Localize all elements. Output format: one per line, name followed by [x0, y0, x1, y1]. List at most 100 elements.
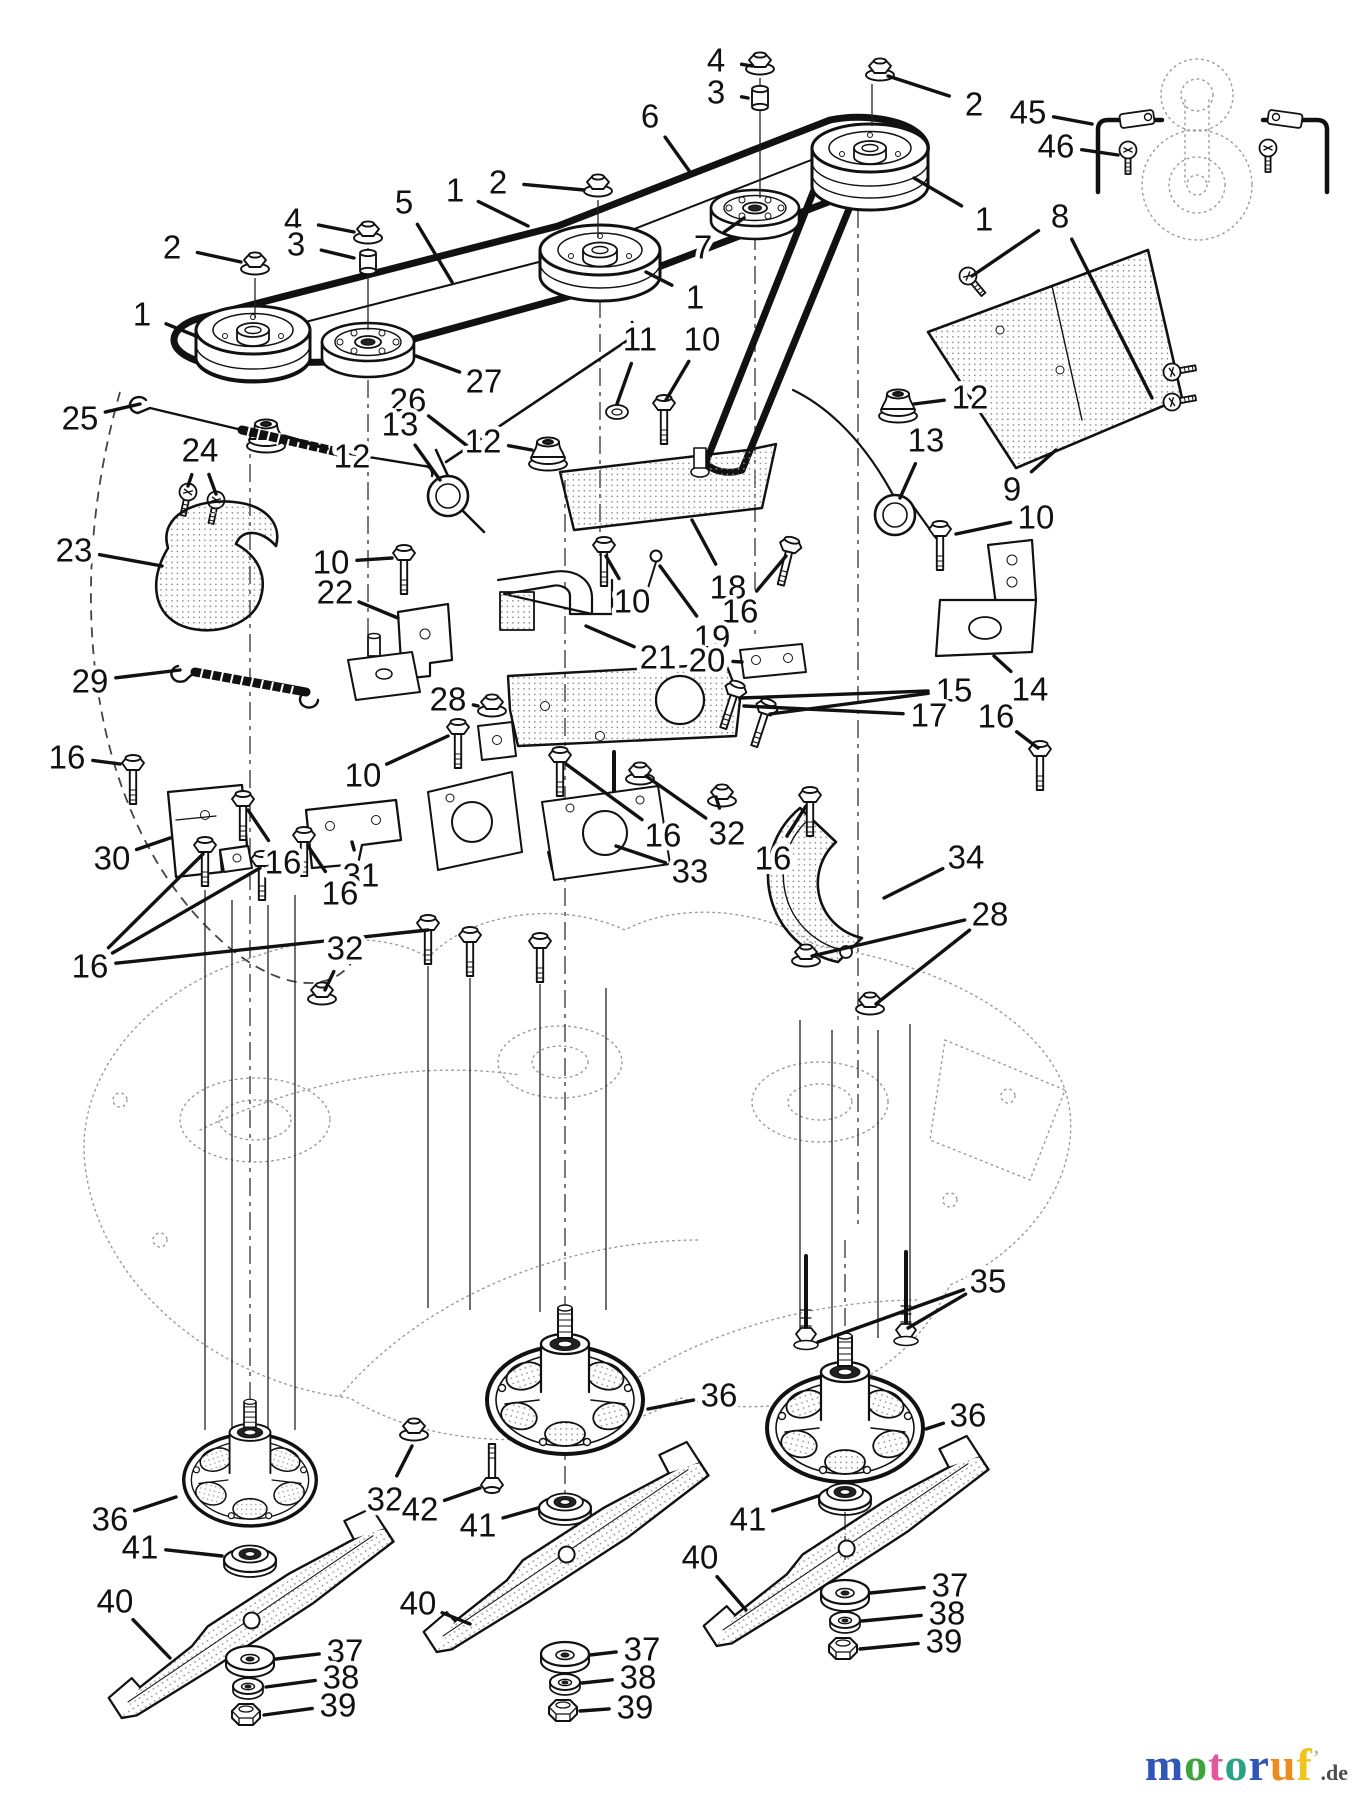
callout-27: 27: [414, 354, 507, 404]
callout-16: 16: [44, 734, 122, 780]
spindle-right: [765, 1331, 925, 1484]
pin-19: [647, 549, 663, 589]
svg-text:12: 12: [334, 438, 371, 475]
callout-12: 12: [912, 374, 993, 420]
washer-38-right: [829, 1611, 861, 1634]
callout-39: 39: [262, 1682, 361, 1728]
screw-16a: [769, 533, 805, 589]
bracket-14: [934, 538, 1038, 658]
svg-text:26: 26: [390, 382, 427, 419]
logo-letter: m: [1144, 1739, 1185, 1790]
svg-text:36: 36: [92, 1501, 129, 1538]
callout-12: 12: [282, 433, 375, 479]
svg-text:32: 32: [367, 1481, 404, 1518]
wire-13-right: [791, 388, 938, 540]
bolt-16l: [528, 932, 552, 983]
svg-text:2: 2: [163, 229, 181, 266]
spacer-3-left: [359, 248, 377, 276]
svg-text:37: 37: [327, 1633, 364, 1670]
svg-text:41: 41: [730, 1501, 767, 1538]
callout-32: 32: [362, 1444, 414, 1522]
svg-text:13: 13: [382, 406, 419, 443]
nut-4-top: [745, 51, 775, 76]
link-plate-20: [739, 643, 807, 679]
callout-37: 37: [868, 1562, 973, 1608]
pulley-idler-7: [709, 188, 801, 241]
callout-7: 7: [689, 216, 746, 270]
blade-center: [411, 1437, 715, 1660]
svg-text:2: 2: [489, 164, 507, 201]
svg-text:1: 1: [133, 296, 151, 333]
callout-24: 24: [177, 427, 223, 496]
callout-14: 14: [992, 654, 1053, 712]
svg-text:12: 12: [952, 379, 989, 416]
callout-35: 35: [816, 1258, 1011, 1344]
svg-text:6: 6: [641, 98, 659, 135]
callout-2: 2: [484, 159, 586, 205]
rod-26: [444, 320, 636, 464]
bracket-31: [304, 798, 403, 870]
svg-text:10: 10: [684, 321, 721, 358]
svg-text:30: 30: [94, 840, 131, 877]
callout-15: 15: [738, 667, 977, 716]
svg-text:16: 16: [49, 739, 86, 776]
logo-letter: u: [1269, 1739, 1297, 1790]
svg-text:16: 16: [72, 948, 109, 985]
callout-36: 36: [924, 1392, 991, 1438]
svg-text:16: 16: [265, 844, 302, 881]
svg-text:46: 46: [1038, 128, 1075, 165]
svg-text:24: 24: [182, 432, 219, 469]
nut-32b: [707, 783, 737, 808]
svg-text:10: 10: [614, 583, 651, 620]
svg-text:41: 41: [460, 1507, 497, 1544]
screw-46-right: [1258, 138, 1278, 173]
bolt-10-top: [652, 394, 676, 445]
callout-34: 34: [882, 834, 989, 900]
clip-bracket-28: [477, 721, 517, 761]
washer-11: [605, 404, 629, 420]
fastener-shaft-lines: [254, 78, 873, 330]
callout-10: 10: [604, 554, 655, 624]
pulley-right: [810, 122, 930, 212]
pulley-idler-27: [320, 321, 416, 379]
callout-1: 1: [441, 167, 530, 228]
idler-plate-17: [506, 662, 742, 748]
deck-ghost: [83, 911, 1072, 1441]
svg-text:28: 28: [972, 896, 1009, 933]
svg-text:22: 22: [317, 574, 354, 611]
callout-1: 1: [644, 270, 709, 320]
svg-text:38: 38: [929, 1595, 966, 1632]
idler-bracket-21: [496, 570, 614, 631]
callout-2: 2: [158, 224, 243, 270]
nut-39-left: [231, 1703, 261, 1726]
belt-guard-9: [926, 248, 1184, 470]
callout-1: 1: [128, 291, 198, 338]
logo-letter: f: [1296, 1739, 1313, 1790]
bushing-12-center: [528, 436, 568, 472]
callout-10: 10: [308, 539, 394, 585]
svg-text:25: 25: [62, 400, 99, 437]
svg-text:37: 37: [624, 1631, 661, 1668]
svg-text:40: 40: [400, 1585, 437, 1622]
ghost-pulley-stack: [1141, 58, 1253, 241]
washer-38-center: [549, 1673, 581, 1696]
callout-10: 10: [954, 494, 1059, 540]
callout-29: 29: [67, 658, 182, 704]
nut-32c: [307, 981, 337, 1006]
spindle-mount-plate-a: [427, 771, 523, 871]
callout-41: 41: [455, 1502, 540, 1548]
nut-4-left: [353, 220, 383, 245]
spindle-studs: [204, 890, 911, 1432]
screw-15b: [742, 695, 781, 751]
svg-text:37: 37: [932, 1567, 969, 1604]
callout-9: 9: [998, 448, 1058, 512]
svg-text:34: 34: [948, 839, 985, 876]
nut-32a: [625, 761, 655, 786]
svg-text:40: 40: [97, 1583, 134, 1620]
nut-2-center: [583, 173, 613, 198]
svg-text:16: 16: [322, 875, 359, 912]
j-bolt-45-right: [1260, 109, 1330, 195]
svg-text:38: 38: [620, 1659, 657, 1696]
callout-37: 37: [274, 1628, 368, 1674]
logo-tld: .de: [1320, 1760, 1349, 1785]
